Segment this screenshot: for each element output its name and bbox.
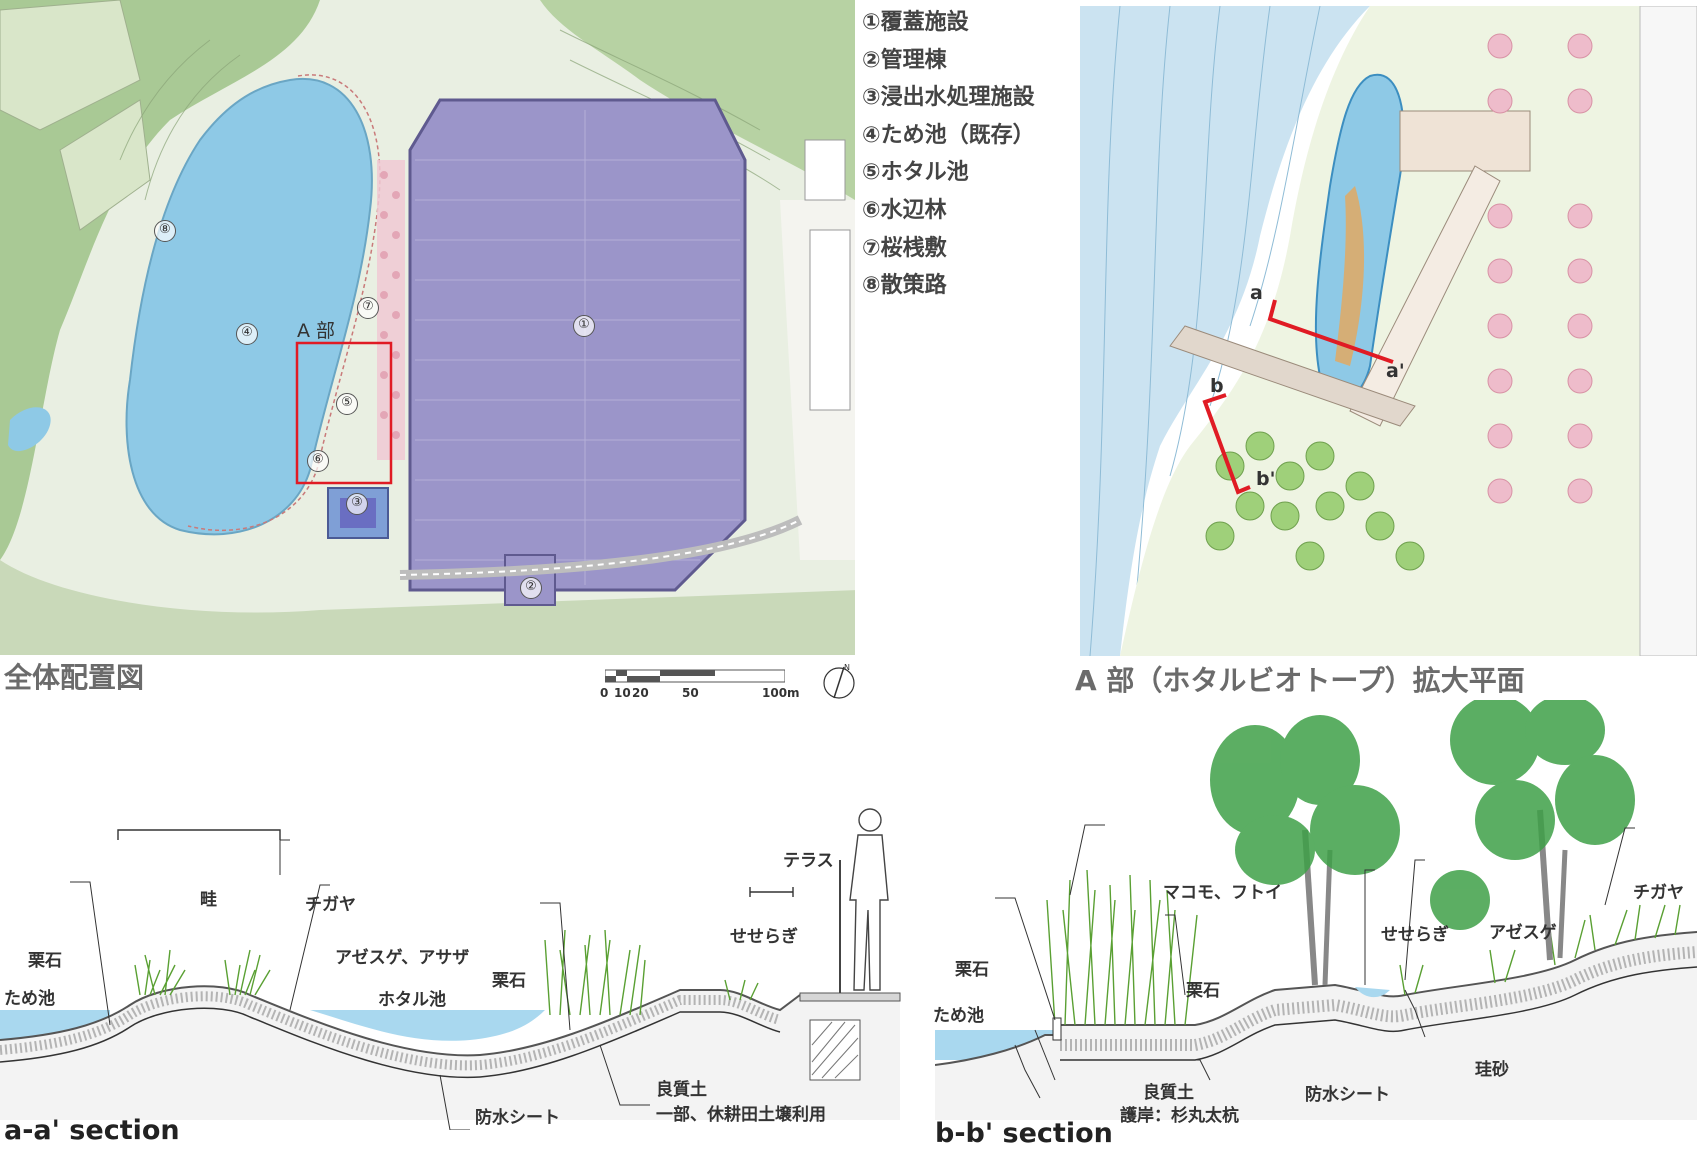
a-part-label: A 部: [297, 320, 336, 342]
scale-label-100: 100m: [762, 686, 800, 700]
label-kuriishi-aa-left: 栗石: [28, 951, 62, 971]
section-bb-title: b-b' section: [935, 1118, 1113, 1149]
marker-3: ③: [346, 493, 368, 515]
scale-label-10: 10: [614, 686, 631, 700]
site-plan-caption: 全体配置図: [4, 661, 145, 694]
label-chigaya-bb: チガヤ: [1633, 883, 1684, 903]
legend-item-1: ①覆蓋施設: [862, 10, 969, 35]
legend-item-7: ⑦桜桟敷: [862, 235, 947, 261]
scale-bar: [605, 669, 785, 683]
site-plan-legend: ①覆蓋施設 ②管理棟 ③浸出水処理施設 ④ため池（既存） ⑤ホタル池 ⑥水辺林 …: [862, 4, 1035, 305]
label-tameike-bb: ため池: [933, 1006, 984, 1026]
cut-label-a-prime: a': [1386, 360, 1405, 382]
label-chigaya-aa: チガヤ: [305, 895, 356, 915]
north-label: N: [844, 663, 850, 672]
north-arrow-icon: N: [823, 663, 855, 699]
section-aa: [0, 800, 910, 1130]
label-kuriishi-bb-mid: 栗石: [1186, 981, 1220, 1001]
legend-item-4: ④ため池（既存）: [862, 122, 1035, 148]
legend-item-3: ③浸出水処理施設: [862, 85, 1035, 111]
scale-label-20: 20: [632, 686, 649, 700]
legend-item-8: ⑧散策路: [862, 273, 947, 299]
label-ryoshitsudo-bb: 良質土: [1143, 1083, 1194, 1103]
legend-item-6: ⑥水辺林: [862, 197, 947, 223]
label-hotaru-ike: ホタル池: [378, 990, 446, 1010]
label-keisha: 珪砂: [1475, 1060, 1509, 1080]
label-seseragi-aa: せせらぎ: [730, 927, 798, 947]
marker-1: ①: [573, 315, 595, 337]
legend-item-2: ②管理棟: [862, 47, 947, 73]
scale-label-50: 50: [682, 686, 699, 700]
marker-2: ②: [520, 577, 542, 599]
label-azesuge-bb: アゼスゲ: [1489, 923, 1557, 943]
marker-7: ⑦: [357, 297, 379, 319]
section-bb: [935, 700, 1697, 1120]
legend-item-5: ⑤ホタル池: [862, 160, 969, 186]
label-terrace: テラス: [783, 851, 834, 871]
cut-label-a: a: [1250, 282, 1263, 304]
section-aa-title: a-a' section: [4, 1115, 180, 1146]
marker-8: ⑧: [154, 220, 176, 242]
label-kyukoden: 一部、休耕田土壌利用: [656, 1105, 826, 1125]
label-tameike-aa: ため池: [4, 989, 55, 1009]
label-gogan: 護岸：杉丸太杭: [1120, 1106, 1239, 1126]
label-azesuge-asaza: アゼスゲ、アサザ: [335, 948, 470, 968]
label-makomo: マコモ、フトイ: [1163, 883, 1282, 903]
label-ryoshitsudo-aa: 良質土: [656, 1080, 707, 1100]
marker-5: ⑤: [336, 393, 358, 415]
detail-plan: [1080, 6, 1697, 656]
cut-label-b: b: [1210, 375, 1224, 397]
label-kuriishi-aa-mid: 栗石: [492, 971, 526, 991]
label-seseragi-bb: せせらぎ: [1381, 925, 1449, 945]
label-bousui-aa: 防水シート: [475, 1108, 560, 1128]
label-bousui-bb: 防水シート: [1305, 1085, 1390, 1105]
site-plan: [0, 0, 855, 655]
detail-plan-caption: A 部（ホタルビオトープ）拡大平面: [1075, 664, 1525, 697]
marker-6: ⑥: [307, 450, 329, 472]
marker-4: ④: [236, 323, 258, 345]
label-kuriishi-bb-left: 栗石: [955, 960, 989, 980]
label-aze: 畦: [200, 890, 217, 910]
cut-label-b-prime: b': [1256, 468, 1276, 490]
scale-label-0: 0: [600, 686, 609, 700]
